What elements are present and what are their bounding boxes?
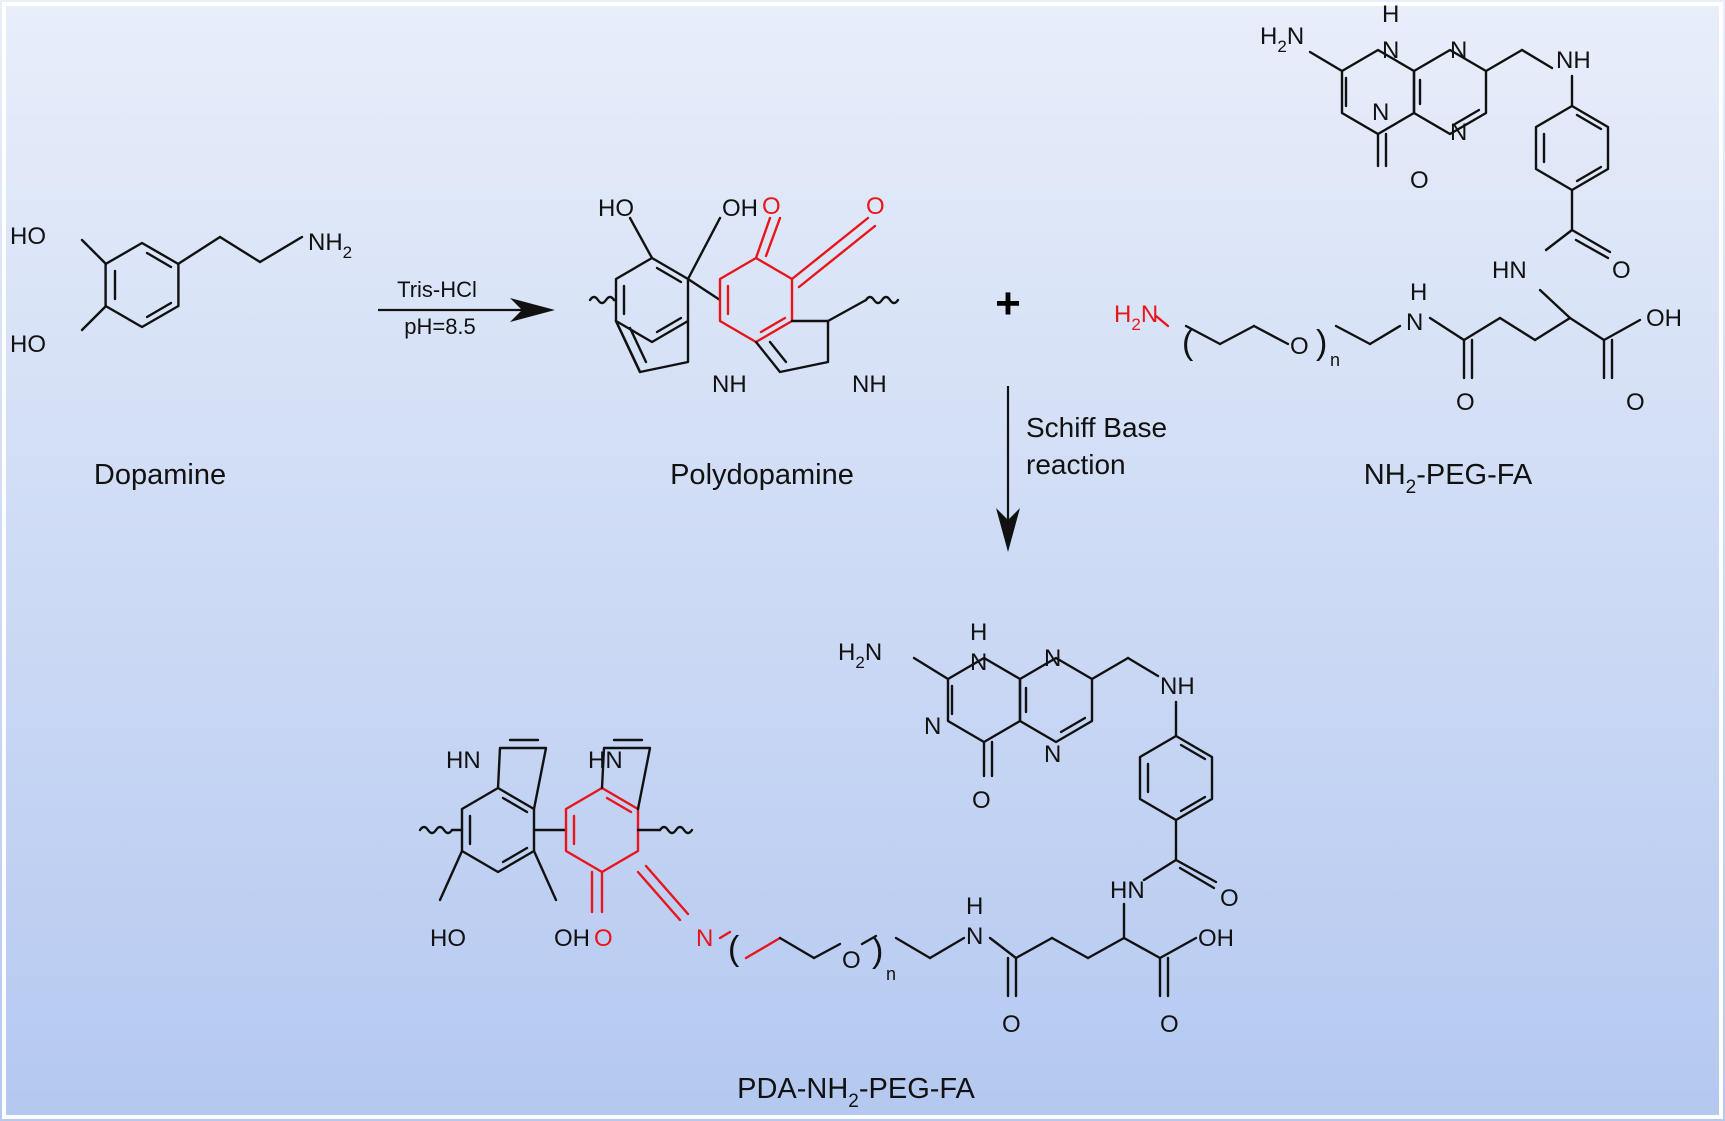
- prod-oh-acid: OH: [1198, 925, 1234, 952]
- fa1-acid-o: O: [1626, 389, 1645, 416]
- fa1-h2n: H2N: [1260, 23, 1304, 56]
- fa1-terminal-h2n: H2N: [1114, 301, 1158, 334]
- pda-quinone-o1: O: [762, 193, 781, 220]
- prod-n-amide: N: [966, 923, 983, 950]
- prod-paren-close: ): [872, 932, 883, 970]
- polydopamine-structure: HO OH NH O O NH Polydopamine: [588, 193, 900, 491]
- plus-sign: +: [995, 279, 1021, 328]
- prod-hn-amide2: HN: [1110, 877, 1145, 904]
- step1-ph: pH=8.5: [404, 314, 476, 339]
- prod-acid-o: O: [1160, 1011, 1179, 1038]
- pda-oh: OH: [722, 195, 758, 222]
- step2-arrow: Schiff Base reaction: [996, 386, 1167, 552]
- prod-nh-linker: NH: [1160, 673, 1195, 700]
- pda-ho: HO: [598, 195, 634, 222]
- prod-h-amide: H: [966, 893, 983, 920]
- fa1-oh: OH: [1646, 305, 1682, 332]
- dopamine-ho-top: HO: [10, 223, 46, 250]
- prod-peg-o: O: [842, 947, 861, 974]
- fa1-paren-open: (: [1182, 324, 1194, 362]
- prod-fa-n4: N: [1044, 741, 1061, 768]
- dopamine-nh2: NH2: [308, 229, 352, 262]
- prod-paren-open: (: [728, 930, 740, 968]
- prod-hn-left: HN: [446, 747, 481, 774]
- prod-hn-right: HN: [588, 747, 623, 774]
- step1-arrow: Tris-HCl pH=8.5: [378, 277, 555, 339]
- prod-fa-n1: N: [970, 649, 987, 676]
- prod-fa-h2n: H2N: [838, 639, 882, 672]
- polydopamine-label: Polydopamine: [670, 459, 854, 491]
- fa1-repeat-n: n: [1330, 350, 1340, 370]
- prod-oh: OH: [554, 925, 590, 952]
- fa1-h: H: [1382, 1, 1399, 28]
- dopamine-ho-bottom: HO: [10, 331, 46, 358]
- prod-benzoyl-o: O: [1220, 885, 1239, 912]
- fa1-peg-o: O: [1290, 333, 1309, 360]
- prod-fa-n2: N: [1044, 645, 1061, 672]
- pda-quinone-o2: O: [866, 193, 885, 220]
- fa1-amide-o: O: [1612, 257, 1631, 284]
- dopamine-structure: HO HO NH2 Dopamine: [10, 223, 352, 491]
- fa1-n2: N: [1450, 37, 1467, 64]
- prod-imine-n: N: [696, 925, 713, 952]
- fa1-n4: N: [1450, 119, 1467, 146]
- step2-label-line1: Schiff Base: [1026, 412, 1167, 443]
- fa1-n1: N: [1382, 37, 1399, 64]
- nh2-peg-fa-label: NH2-PEG-FA: [1364, 459, 1533, 498]
- fa1-carbonyl-o: O: [1410, 167, 1429, 194]
- nh2-peg-fa-structure: H N N N N O H2N NH O HN O: [1114, 1, 1682, 498]
- prod-fa-n3: N: [924, 713, 941, 740]
- prod-ho: HO: [430, 925, 466, 952]
- pda-nh-right: NH: [852, 371, 887, 398]
- fa1-n-amide2: N: [1406, 309, 1423, 336]
- step1-reagent: Tris-HCl: [397, 277, 477, 302]
- prod-amide-o: O: [1002, 1011, 1021, 1038]
- fa1-n3: N: [1372, 99, 1389, 126]
- product-structure: HN HO OH HN O N ( O: [418, 619, 1239, 1112]
- fa1-nh-linker: NH: [1556, 47, 1591, 74]
- fa1-amide2-o: O: [1456, 389, 1475, 416]
- step2-label-line2: reaction: [1026, 449, 1126, 480]
- fa1-hn-amide: HN: [1492, 257, 1527, 284]
- dopamine-label: Dopamine: [94, 459, 226, 491]
- pda-nh2-peg-fa-label: PDA-NH2-PEG-FA: [737, 1073, 975, 1112]
- prod-quinone-o: O: [594, 925, 613, 952]
- fa1-h-amide2: H: [1410, 279, 1427, 306]
- prod-fa-carbonyl-o: O: [972, 787, 991, 814]
- prod-fa-h: H: [970, 619, 987, 646]
- pda-nh-left: NH: [712, 371, 747, 398]
- prod-repeat-n: n: [886, 964, 896, 984]
- fa1-paren-close: ): [1316, 324, 1327, 362]
